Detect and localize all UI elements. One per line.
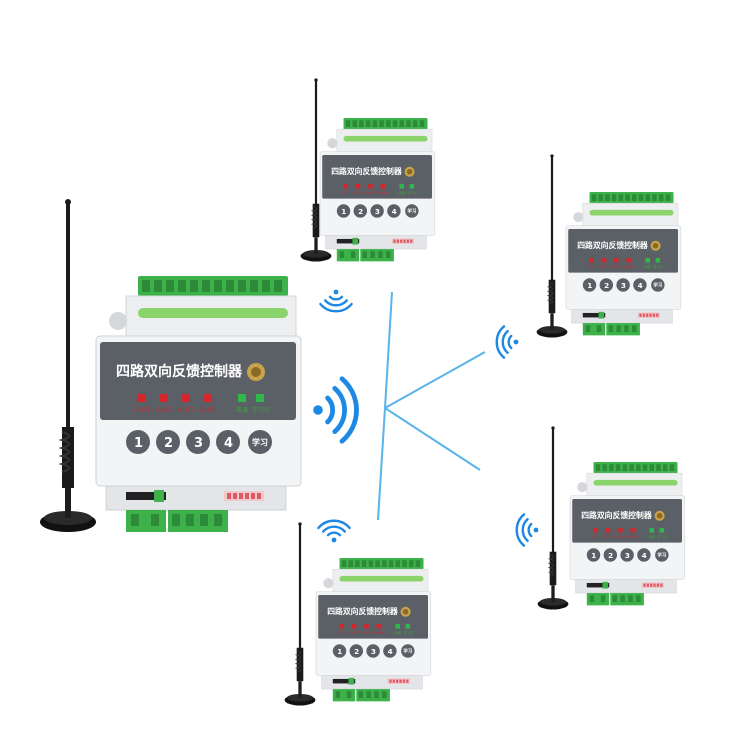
wifi-signal-icon-right-upper (495, 325, 520, 359)
wifi-signal-icon-bottom (317, 519, 351, 544)
main-controller-device (95, 275, 302, 533)
antenna-bottom (284, 521, 316, 707)
antenna-right-lower (537, 425, 569, 611)
network-lines (377, 291, 486, 521)
main-wifi-signal-icon (313, 379, 356, 441)
controller-device-top (319, 117, 436, 262)
wifi-signal-icon-top (319, 288, 353, 313)
main-antenna (39, 198, 97, 533)
controller-device-right-upper (565, 191, 682, 336)
antenna-right-upper (536, 153, 568, 339)
controller-device-right-lower (569, 461, 686, 606)
controller-device-bottom (315, 557, 432, 702)
wifi-signal-icon-right-lower (515, 513, 540, 547)
